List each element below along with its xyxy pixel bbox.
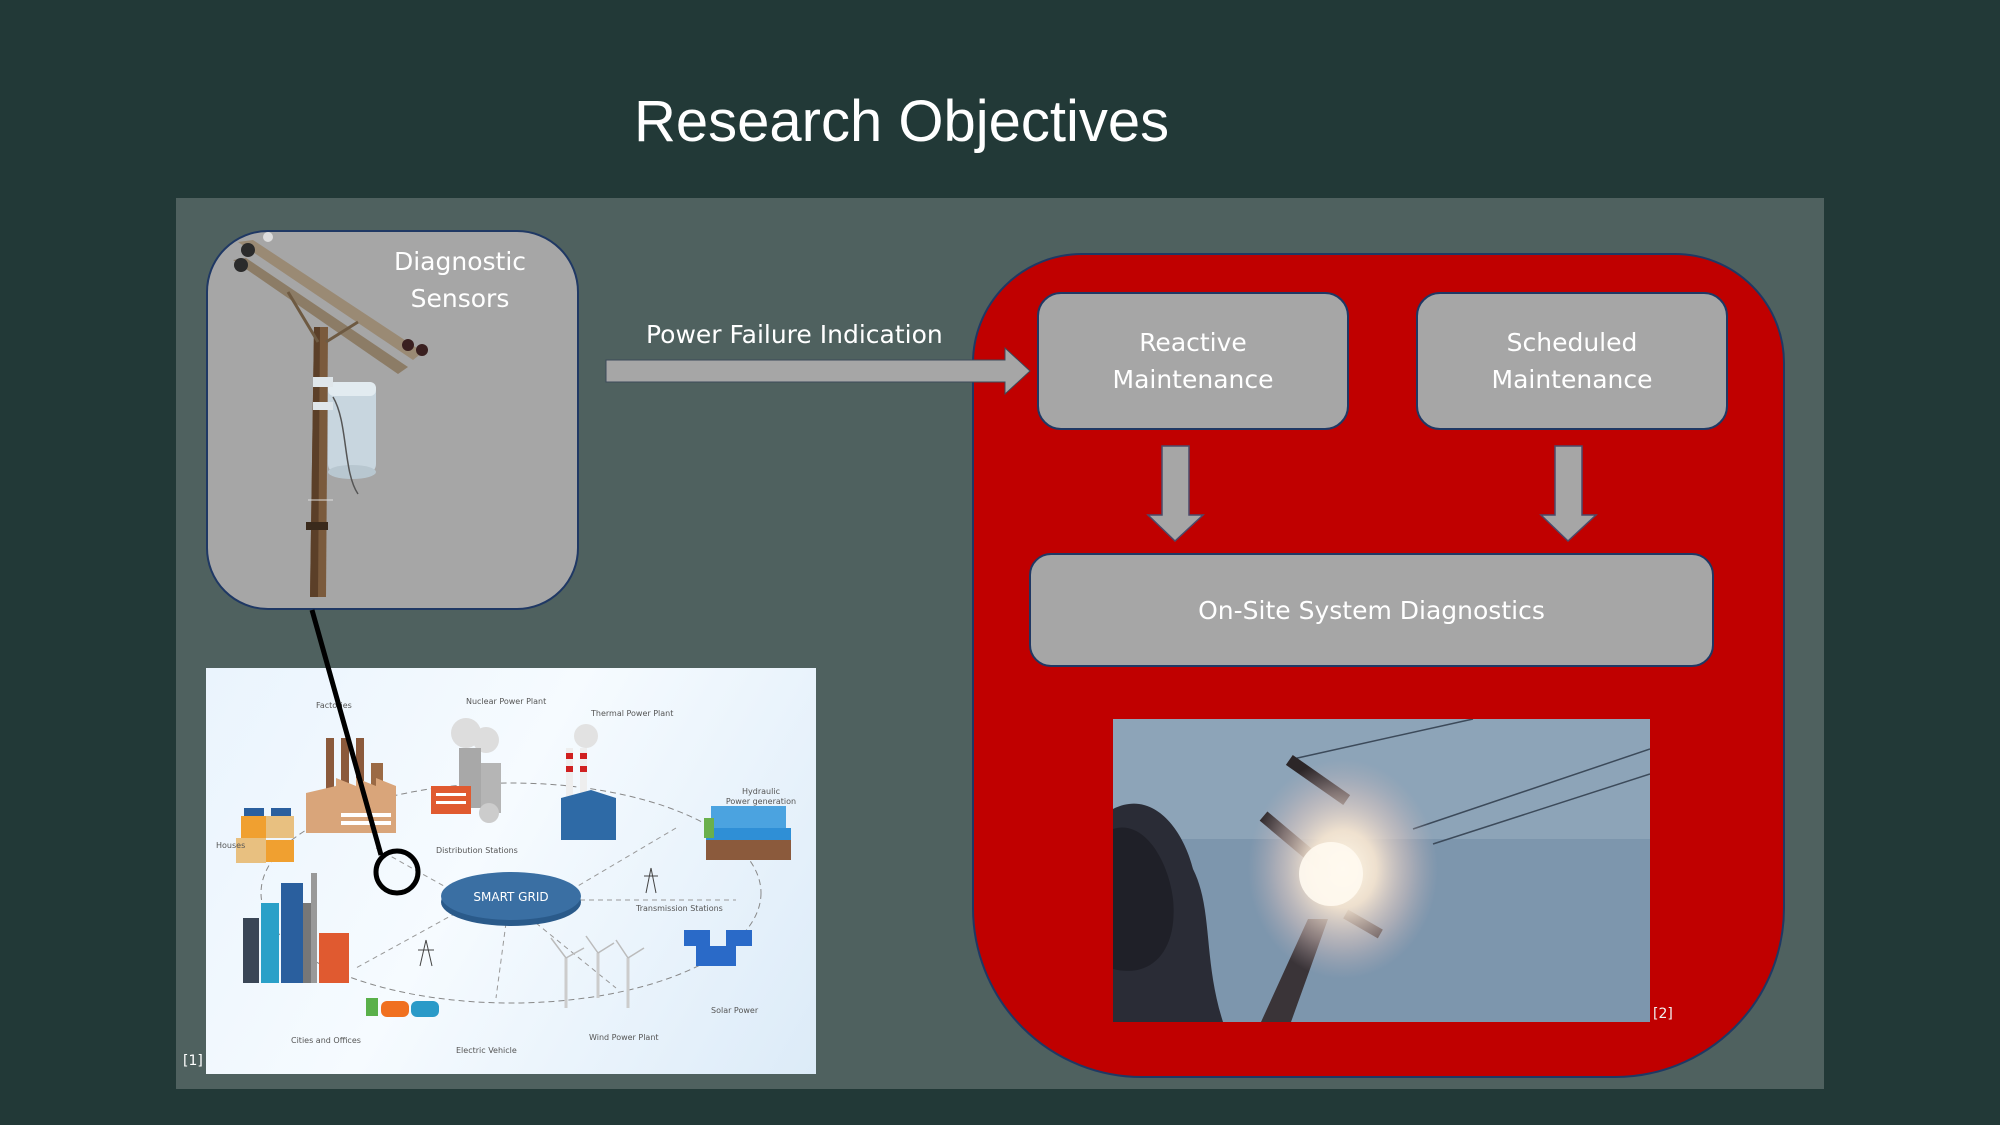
pole-explosion-photo bbox=[1113, 719, 1650, 1022]
diagnostic-sensors-box bbox=[206, 230, 579, 610]
factories-label: Factories bbox=[316, 701, 352, 710]
thermal-label: Thermal Power Plant bbox=[590, 709, 673, 718]
slide-title: Research Objectives bbox=[634, 89, 1170, 154]
nuclear-plant-icon bbox=[431, 718, 501, 823]
scheduled-line-1: Scheduled bbox=[1506, 328, 1638, 357]
reactive-line-2: Maintenance bbox=[1112, 365, 1274, 394]
electric-vehicle-icon bbox=[366, 998, 439, 1017]
utility-pole-image bbox=[233, 232, 428, 597]
hydro-plant-icon bbox=[704, 806, 791, 860]
smart-grid-label: SMART GRID bbox=[473, 890, 548, 904]
cities-icon bbox=[243, 873, 349, 983]
wind-label: Wind Power Plant bbox=[589, 1033, 659, 1042]
scheduled-line-2: Maintenance bbox=[1491, 365, 1653, 394]
sensor-label-line-2: Sensors bbox=[410, 284, 510, 313]
nuclear-label: Nuclear Power Plant bbox=[466, 697, 546, 706]
smart-grid-illustration: SMART GRID bbox=[206, 668, 816, 1074]
sensor-label-line-1: Diagnostic bbox=[393, 247, 527, 276]
smart-grid-hub: SMART GRID bbox=[441, 872, 581, 926]
scheduled-maintenance-box: Scheduled Maintenance bbox=[1416, 292, 1728, 430]
hydro-label-2: Power generation bbox=[726, 797, 796, 806]
power-failure-indication-label: Power Failure Indication bbox=[646, 320, 943, 349]
factory-icon bbox=[306, 738, 396, 833]
solar-label: Solar Power bbox=[711, 1006, 759, 1015]
distribution-label: Distribution Stations bbox=[436, 846, 518, 855]
hydro-label-1: Hydraulic bbox=[742, 787, 780, 796]
thermal-plant-icon bbox=[561, 724, 616, 840]
transmission-label: Transmission Stations bbox=[635, 904, 723, 913]
houses-icon bbox=[236, 808, 294, 863]
diagnostic-sensors-label: Diagnostic Sensors bbox=[385, 243, 535, 317]
wind-turbine-icon bbox=[564, 953, 630, 1008]
citation-2: [2] bbox=[1653, 1006, 1673, 1022]
reactive-line-1: Reactive bbox=[1139, 328, 1247, 357]
citation-1: [1] bbox=[183, 1053, 203, 1069]
ev-label: Electric Vehicle bbox=[456, 1046, 517, 1055]
cities-label: Cities and Offices bbox=[291, 1036, 361, 1045]
reactive-maintenance-box: Reactive Maintenance bbox=[1037, 292, 1349, 430]
on-site-diagnostics-label: On-Site System Diagnostics bbox=[1198, 595, 1545, 625]
solar-panel-icon bbox=[684, 930, 752, 966]
transmission-tower-icon bbox=[418, 867, 658, 967]
on-site-diagnostics-box: On-Site System Diagnostics bbox=[1029, 553, 1714, 667]
houses-label: Houses bbox=[216, 841, 245, 850]
